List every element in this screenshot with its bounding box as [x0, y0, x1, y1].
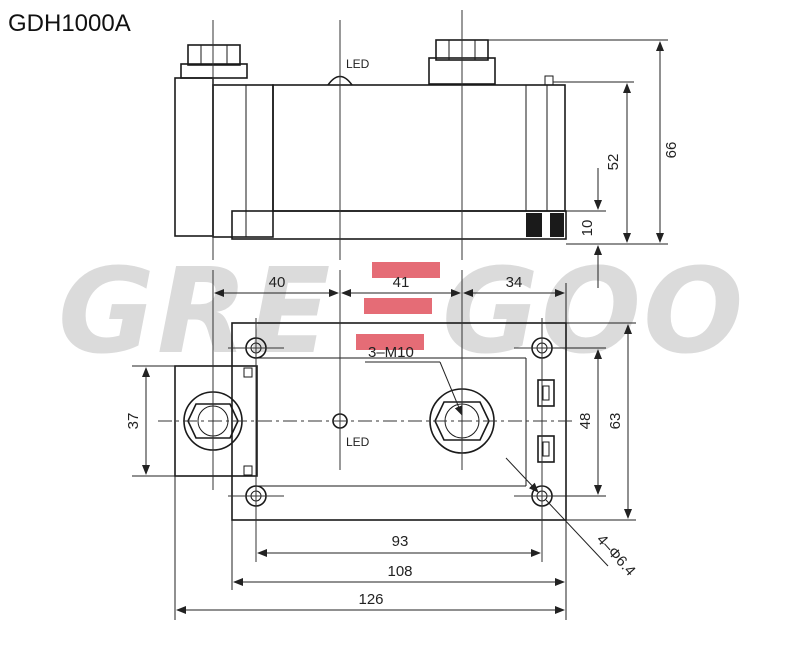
- side-left-block: [174, 77, 214, 237]
- dim-label-66: 66: [663, 142, 680, 159]
- side-connector-left: [526, 213, 542, 237]
- side-led-label: LED: [346, 57, 370, 71]
- watermark: GRE GOO: [58, 242, 745, 380]
- hole-leader-out: [545, 499, 609, 567]
- dim-label-34: 34: [506, 274, 523, 291]
- watermark-bar-mid: [364, 298, 432, 314]
- watermark-left-text: GRE: [58, 242, 332, 380]
- dim-label-126: 126: [358, 591, 383, 608]
- dim-label-37: 37: [125, 413, 142, 430]
- side-main-body: [272, 84, 566, 212]
- side-view: LED 66 52 10: [174, 10, 680, 288]
- side-pin: [544, 75, 554, 86]
- top-led-label: LED: [346, 435, 370, 449]
- gate-connector-bottom: [537, 435, 555, 463]
- top-left-housing: [174, 365, 258, 477]
- page-title: GDH1000A: [8, 10, 131, 37]
- watermark-bar-bottom: [356, 334, 424, 350]
- thread-leader: [439, 361, 463, 416]
- top-tab-lower: [243, 465, 253, 476]
- gate-connector-top-pin: [542, 385, 550, 401]
- side-base-plate: [231, 210, 567, 240]
- dim-label-108: 108: [387, 563, 412, 580]
- watermark-bar-top: [372, 262, 440, 278]
- side-left-inner: [212, 84, 274, 238]
- dim-label-40: 40: [269, 274, 286, 291]
- dim-label-93: 93: [392, 533, 409, 550]
- dim-label-63: 63: [607, 413, 624, 430]
- watermark-right-text: GOO: [442, 242, 745, 380]
- thread-label: 3–M10: [368, 344, 414, 361]
- hole-leader-in: [505, 457, 539, 493]
- dim-label-52: 52: [605, 154, 622, 171]
- gate-connector-bottom-pin: [542, 441, 550, 457]
- hole-label: 4–Φ6.4: [593, 531, 639, 579]
- side-left-nut: [180, 44, 248, 79]
- top-tab-upper: [243, 367, 253, 378]
- side-connector-right: [550, 213, 564, 237]
- dim-label-48: 48: [577, 413, 594, 430]
- side-left-nut-body: [187, 44, 241, 66]
- side-left-nut-washer: [180, 63, 248, 79]
- dim-label-10: 10: [579, 220, 596, 237]
- dim-label-41: 41: [393, 274, 410, 291]
- gate-connector-top: [537, 379, 555, 407]
